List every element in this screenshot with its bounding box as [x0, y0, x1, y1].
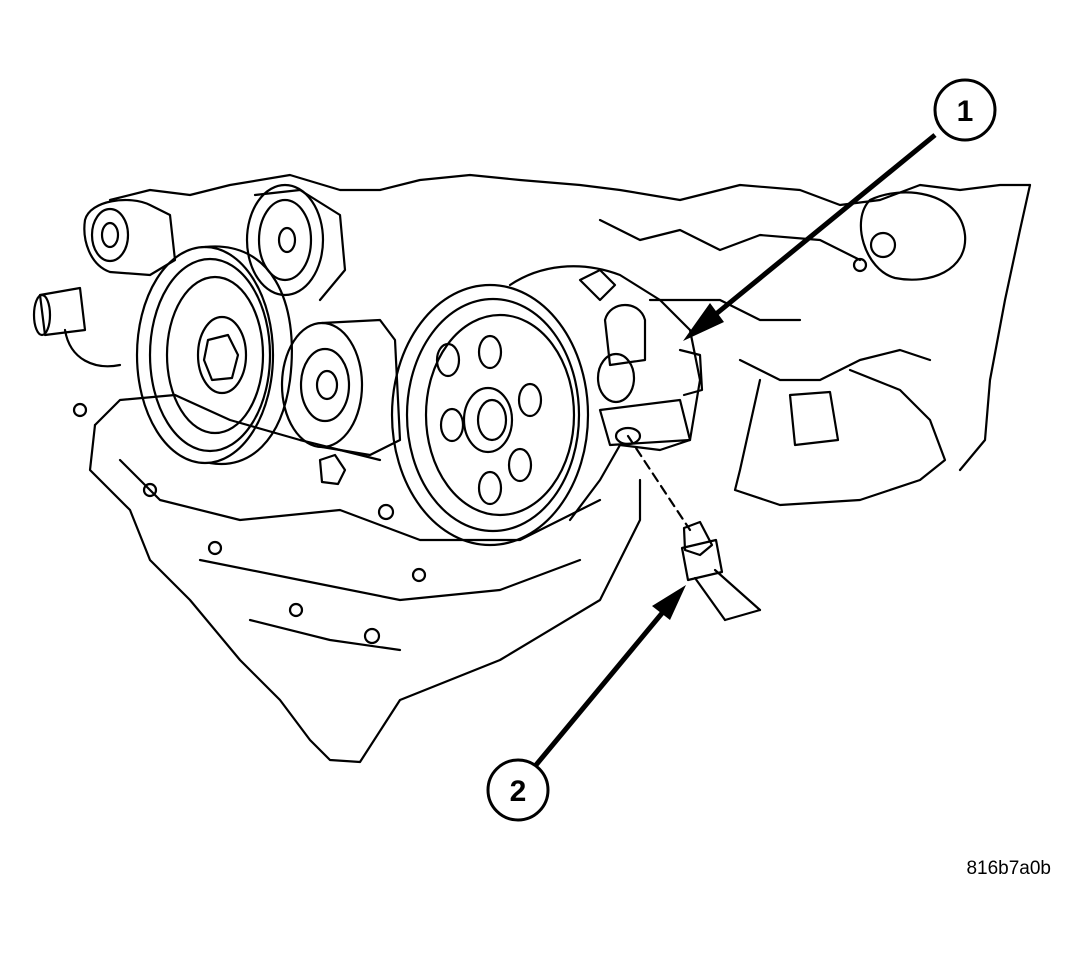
idler-pulley-upper — [245, 183, 347, 302]
oil-pan — [72, 393, 642, 764]
callout-1-number: 1 — [957, 95, 974, 128]
callout-1: 1 — [933, 78, 997, 142]
power-steering-pump-body — [508, 265, 704, 522]
callout-2-leader — [534, 585, 686, 767]
engine-mount-bracket — [733, 191, 967, 507]
coolant-outlet — [32, 198, 177, 368]
pressure-hose — [626, 434, 762, 622]
tensioner-pulley — [280, 318, 402, 457]
callout-2-number: 2 — [510, 775, 527, 808]
callout-2: 2 — [486, 758, 550, 822]
callout-1-leader — [683, 133, 937, 341]
figure-id: 816b7a0b — [966, 858, 1051, 879]
crankshaft-damper — [135, 245, 293, 466]
engine-block-upper — [108, 173, 1032, 472]
power-steering-pump-pulley — [390, 283, 590, 547]
